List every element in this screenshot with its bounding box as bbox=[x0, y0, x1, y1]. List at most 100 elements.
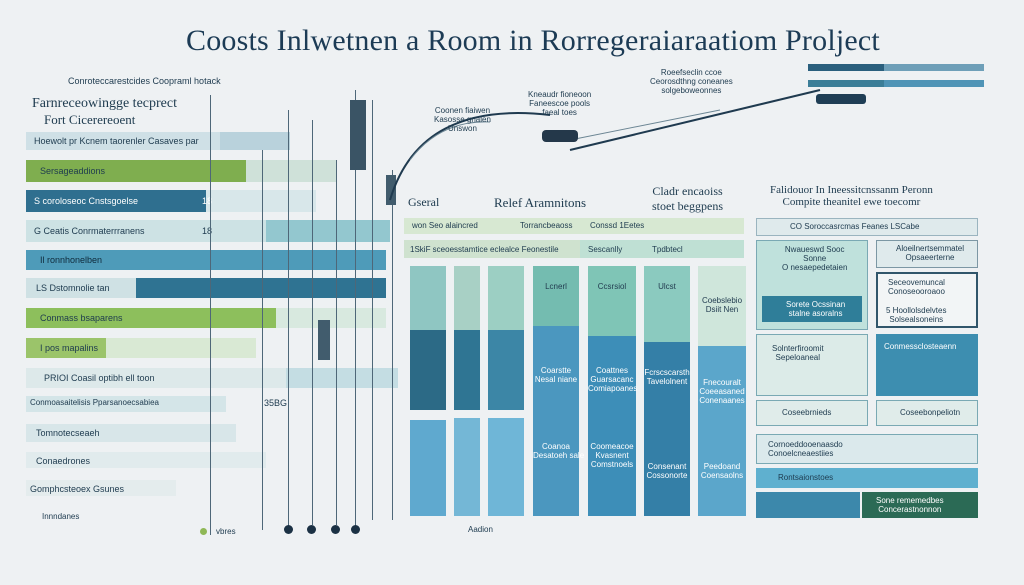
header-clad: Cladr encaoiss stoet beggpens bbox=[652, 184, 723, 213]
row-bar-3b bbox=[206, 190, 316, 212]
left-top-caption: Conroteccarestcides Coopraml hotack bbox=[68, 76, 221, 86]
right-card-2-label: Sorete Ocssinan stalne asoralns bbox=[786, 300, 846, 318]
row-label-7: Conmass bsaparens bbox=[40, 313, 123, 323]
right-card-4 bbox=[876, 272, 978, 328]
right-card-7 bbox=[876, 334, 978, 396]
strip-2-label-b: Sescanlly bbox=[588, 245, 623, 254]
stem-2 bbox=[262, 150, 263, 530]
row-label-6: LS Dstomnolie tan bbox=[36, 283, 110, 293]
connector-curves bbox=[389, 89, 821, 201]
row-label-4: G Ceatis Conrmaterrranens bbox=[34, 226, 145, 236]
left-heading-1: Farnreceowingge tecprect bbox=[32, 96, 177, 111]
right-card-12 bbox=[756, 492, 860, 518]
stem-5 bbox=[336, 160, 337, 525]
col-label-3: Ulcst bbox=[658, 282, 676, 291]
stem-7 bbox=[372, 100, 373, 520]
stem-block-2 bbox=[318, 320, 330, 360]
right-top-box-label: CO Soroccasrcmas Feanes LSCabe bbox=[790, 222, 920, 231]
col-mid-label-2: Coattnes Guarsacanc Comiapoanes bbox=[588, 366, 638, 393]
stem-dot-1 bbox=[284, 525, 293, 534]
stem-block-3 bbox=[386, 175, 396, 205]
strip-1 bbox=[404, 218, 744, 234]
right-card-11-label: Rontsaionstoes bbox=[778, 473, 834, 482]
stem-8 bbox=[392, 170, 393, 520]
row-label-5: Il ronnhonelben bbox=[40, 255, 103, 265]
row-bar-8b bbox=[106, 338, 256, 358]
right-card-2 bbox=[762, 296, 862, 322]
strip-1-label: won Seo alaincred bbox=[412, 221, 478, 230]
header-general: Gseral bbox=[408, 195, 440, 209]
row-bar-4b bbox=[266, 220, 390, 242]
right-card-8 bbox=[756, 400, 868, 426]
stem-dot-5 bbox=[200, 528, 207, 535]
column-1-top-b bbox=[410, 330, 446, 410]
row-bar-12 bbox=[26, 452, 266, 468]
row-label-9: PRIOI Coasil optibh ell toon bbox=[44, 373, 155, 383]
strip-1-label-b: Torrancbeaoss bbox=[520, 221, 573, 230]
page-title: Coosts Inlwetnen a Room in Rorregeraiara… bbox=[186, 24, 880, 57]
stem-4 bbox=[312, 120, 313, 525]
row-bar-2b bbox=[246, 160, 336, 182]
annotation-top-left: Coonen fiaiwen Kasosse gnalen Unswon bbox=[434, 106, 491, 133]
row-label-11: Tomnotecseaeh bbox=[36, 428, 100, 438]
row-bar-13 bbox=[26, 480, 176, 496]
strip-2-label-c: Tpdbtecl bbox=[652, 245, 683, 254]
stem-3 bbox=[288, 110, 289, 530]
row-bar-1b bbox=[220, 132, 290, 150]
strip-2-label: 1SkiF sceoesstamtice eclealce Feonestile bbox=[410, 245, 559, 254]
small-number-2: 18 bbox=[202, 226, 213, 236]
row-bar-3 bbox=[26, 190, 206, 212]
col-low-label-3: Consenant Cossonorte bbox=[646, 462, 688, 480]
column-1-low bbox=[410, 420, 446, 516]
right-card-8-label: Coseebrnieds bbox=[782, 408, 832, 417]
column-7-top bbox=[698, 266, 746, 346]
right-card-9 bbox=[876, 400, 978, 426]
column-2-low bbox=[454, 418, 480, 516]
legend-bar-2b bbox=[884, 80, 984, 87]
footer-mid-label: Aadion bbox=[468, 525, 493, 534]
column-2-top-b bbox=[454, 330, 480, 410]
right-card-11 bbox=[756, 468, 978, 488]
header-failure: Falidouor In Ineessitcnssanm Peronn Comp… bbox=[770, 184, 933, 208]
right-card-3-label: Aloeilnertsemmatel Opsaeerterne bbox=[896, 244, 965, 262]
row-bar-2 bbox=[26, 160, 246, 182]
strip-2 bbox=[404, 240, 580, 258]
row-bar-7b bbox=[276, 308, 386, 328]
right-card-10-label: Cornoeddooenaasdo Conoelcneaestiies bbox=[768, 440, 843, 458]
row-bar-11 bbox=[26, 424, 236, 442]
col-label-4: Coebslebio Dsiit Nen bbox=[701, 296, 743, 314]
column-4-top bbox=[533, 266, 579, 326]
row-label-12: Conaedrones bbox=[36, 456, 91, 466]
row-label-1: Hoewolt pr Kcnem taorenler Casaves par bbox=[34, 136, 199, 146]
row-label-13: Gomphcsteoex Gsunes bbox=[30, 484, 125, 494]
row-bar-5 bbox=[26, 250, 386, 270]
machine-icon bbox=[816, 94, 866, 104]
stem-dot-2 bbox=[307, 525, 316, 534]
row-bar-8 bbox=[26, 338, 106, 358]
right-card-4-label: Seceovemuncal Conoseooroaoo bbox=[888, 278, 945, 296]
right-card-1-label: Nwaueswd Sooc Sonne O nesaepedetaien bbox=[782, 245, 848, 272]
row-bar-10 bbox=[26, 396, 226, 412]
row-bar-9b bbox=[286, 368, 398, 388]
row-label-2: Sersageaddions bbox=[40, 166, 106, 176]
column-5-top bbox=[588, 266, 636, 336]
strip-2b bbox=[580, 240, 744, 258]
col-low-label-4: Peedoand Coensaolns bbox=[700, 462, 744, 480]
small-number-3: 35BG bbox=[264, 398, 288, 408]
row-bar-6b bbox=[26, 278, 136, 298]
column-6-top bbox=[644, 266, 690, 342]
legend-bar-1b bbox=[884, 64, 984, 71]
left-footer-label: vbres bbox=[216, 527, 236, 536]
stem-block-1 bbox=[350, 100, 366, 170]
left-heading-2: Fort Cicerereoent bbox=[44, 112, 136, 127]
right-card-12b bbox=[862, 492, 978, 518]
col-label-1: Lcnerl bbox=[545, 282, 567, 291]
stem-dot-4 bbox=[351, 525, 360, 534]
row-bar-9 bbox=[26, 368, 286, 388]
small-number-1: 18 bbox=[202, 196, 213, 206]
col-mid-label-3: Fcrscscarsth Tavelolnent bbox=[644, 368, 690, 386]
right-card-3 bbox=[876, 240, 978, 268]
row-label-3: S coroloseoc Cnstsgoelse bbox=[34, 196, 139, 206]
col-label-2: Ccsrsiol bbox=[597, 282, 627, 291]
right-card-7-label: Conmessclosteaenn bbox=[884, 342, 957, 351]
